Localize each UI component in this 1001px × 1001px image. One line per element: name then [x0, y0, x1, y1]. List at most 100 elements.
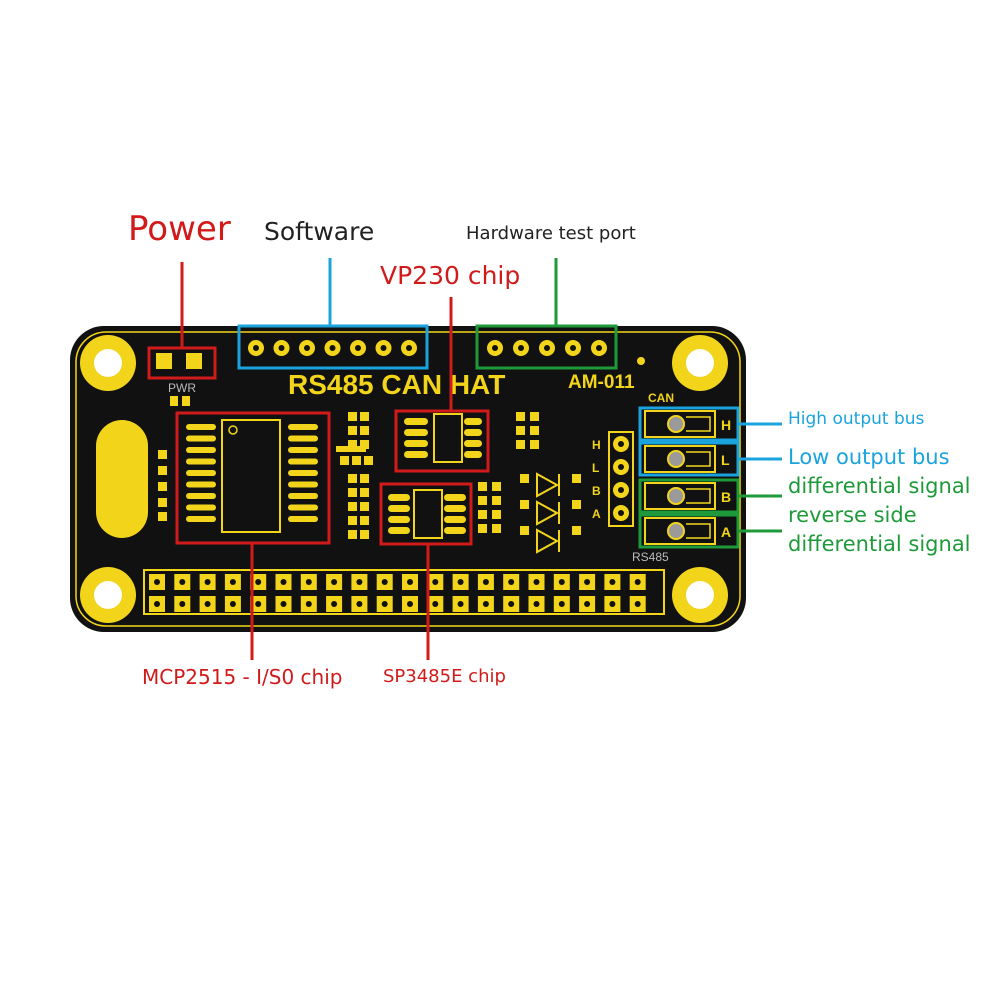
gpio-pin-hole: [533, 579, 540, 585]
mounting-hole: [80, 335, 136, 391]
gpio-pin-hole: [280, 579, 287, 585]
gpio-pin-hole: [558, 579, 565, 585]
header-pin-hole: [618, 464, 624, 470]
header-pin-hole: [618, 510, 624, 516]
gpio-pin-hole: [381, 579, 388, 585]
power-callout: Power: [128, 209, 231, 249]
chip-pad: [388, 505, 410, 512]
chip-pad: [186, 504, 216, 511]
smd-pad: [360, 488, 369, 497]
rs485-silk-label: RS485: [632, 550, 669, 564]
software-highlight-box: [237, 324, 429, 370]
smd-pad: [158, 498, 167, 507]
side-letter: A: [592, 507, 601, 521]
smd-pad: [340, 456, 349, 465]
smd-pad: [572, 474, 581, 483]
terminal-block: [644, 482, 716, 510]
smd-pad: [348, 474, 357, 483]
chip-pad: [444, 516, 466, 523]
smd-pad: [520, 474, 529, 483]
chip-pad: [288, 424, 318, 430]
smd-pad: [360, 516, 369, 525]
header-pin-hole: [278, 345, 285, 351]
header-pin-hole: [380, 345, 387, 351]
chip-pad: [186, 493, 216, 499]
smd-pad: [348, 426, 357, 435]
smd-pad: [516, 412, 525, 421]
can-silk-label: CAN: [648, 391, 674, 405]
terminal-screw: [667, 450, 685, 468]
smd-pad: [158, 450, 167, 459]
high-output-bus-callout: High output bus: [788, 409, 925, 429]
oval-slot: [96, 420, 148, 538]
header-pin-hole: [544, 345, 550, 351]
chip-pad: [186, 458, 216, 465]
side-header: [613, 436, 629, 521]
chip-pad: [288, 458, 318, 465]
header-pin-hole: [253, 345, 259, 351]
terminal-letter: A: [721, 524, 731, 540]
chip-pad: [186, 435, 216, 442]
terminal-screw: [667, 522, 685, 540]
smd-pad: [360, 412, 369, 421]
smd-pad: [478, 482, 487, 491]
smd-pad: [492, 524, 501, 533]
gpio-pin-hole: [356, 579, 363, 585]
differential-signal-callout: differential signal: [788, 474, 971, 498]
software-header: [248, 340, 417, 356]
sp3485e-highlight-box: [379, 482, 473, 546]
chip-pad: [288, 493, 318, 499]
chip-pad: [186, 516, 216, 522]
side-header-outline: [608, 431, 634, 527]
vp230-chip-footprint: [404, 413, 482, 463]
chip-pad: [288, 504, 318, 511]
smd-pad: [516, 426, 525, 435]
gpio-pin-hole: [229, 601, 236, 607]
gpio-pin-hole: [634, 579, 641, 585]
gpio-pin-hole: [457, 601, 464, 607]
smd-pad: [478, 496, 487, 505]
vp230-callout: VP230 chip: [380, 261, 521, 290]
header-pin-hole: [570, 345, 576, 351]
header-pin-hole: [355, 345, 361, 351]
chip-pad: [288, 435, 318, 442]
differential-signal-callout-2: differential signal: [788, 532, 971, 556]
gpio-pin-hole: [508, 601, 515, 607]
gpio-pin-hole: [407, 601, 413, 607]
chip-pad: [404, 440, 428, 447]
header-pin-hole: [406, 345, 412, 351]
header-pin-hole: [596, 345, 602, 351]
smd-pad: [520, 500, 529, 509]
smd-pad: [360, 474, 369, 483]
hwtest-highlight-box: [475, 324, 618, 370]
smd-pad: [352, 456, 361, 465]
chip-pad: [186, 470, 216, 476]
smd-pad: [530, 440, 539, 449]
gpio-pin-hole: [204, 601, 211, 607]
terminal-screw: [667, 415, 685, 433]
pcb-board: [70, 326, 746, 632]
smd-pad: [478, 510, 487, 519]
side-letter: L: [592, 461, 599, 475]
header-pin-hole: [618, 487, 624, 493]
chip-pad: [388, 516, 410, 523]
smd-pad: [572, 526, 581, 535]
terminal-letter: B: [721, 489, 731, 505]
gpio-pin-hole: [356, 601, 363, 607]
chip-pad: [186, 424, 216, 430]
terminal-screw: [667, 487, 685, 505]
gpio-pin-hole: [432, 601, 439, 607]
smd-pad: [360, 530, 369, 539]
terminal-letter: H: [721, 417, 731, 433]
smd-pad: [478, 524, 487, 533]
gpio-header-outline: [143, 569, 665, 615]
gpio-pin-hole: [179, 601, 186, 607]
smd-pad: [348, 530, 357, 539]
pwr-silk-label: PWR: [168, 381, 196, 395]
gpio-pin-hole: [482, 579, 489, 585]
smd-pad: [492, 496, 501, 505]
mounting-hole: [672, 335, 728, 391]
pcb-board-outline: [75, 331, 741, 627]
